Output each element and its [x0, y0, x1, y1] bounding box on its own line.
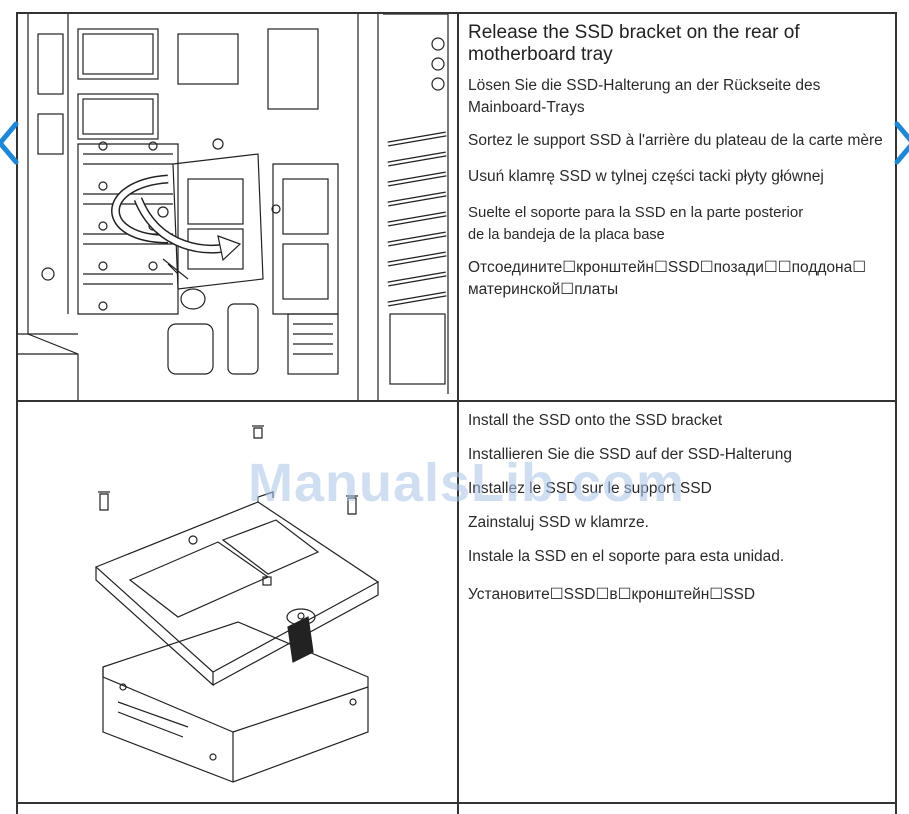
- step-1-heading: Release the SSD bracket on the rear of m…: [468, 22, 800, 65]
- step-3-text: [459, 804, 895, 814]
- step-2-german: Installieren Sie die SSD auf der SSD-Hal…: [468, 446, 792, 463]
- step-2-russian: Установите☐SSD☐в☐кронштейн☐SSD: [468, 586, 756, 603]
- step-1-spanish-line-1: Suelte el soporte para la SSD en la part…: [468, 204, 804, 221]
- step-3-illustration: [18, 804, 459, 814]
- chevron-left-icon: [0, 121, 19, 165]
- step-2-spanish: Instale la SSD en el soporte para esta u…: [468, 548, 785, 565]
- step-1-spanish-line-2: de la bandeja de la placa base: [468, 227, 665, 243]
- step-row-2: Install the SSD onto the SSD bracket Ins…: [18, 400, 895, 802]
- step-row-1: Release the SSD bracket on the rear of m…: [18, 12, 895, 400]
- step-1-illustration: [18, 14, 459, 400]
- step-2-text: Install the SSD onto the SSD bracket Ins…: [459, 402, 895, 802]
- next-page-button[interactable]: [891, 120, 909, 166]
- watermark-text: ManualsLib.com: [248, 453, 686, 513]
- step-row-3: [18, 802, 895, 814]
- previous-page-button[interactable]: [0, 120, 22, 166]
- instruction-table: Release the SSD bracket on the rear of m…: [16, 12, 897, 814]
- step-1-russian: Отсоедините☐кронштейн☐SSD☐позади☐☐поддон…: [468, 259, 867, 298]
- step-2-heading: Install the SSD onto the SSD bracket: [468, 412, 723, 429]
- step-2-french: Installez le SSD sur le support SSD: [468, 480, 712, 497]
- step-2-illustration: [18, 402, 459, 802]
- step-1-polish: Usuń klamrę SSD w tylnej części tacki pł…: [468, 168, 824, 185]
- step-1-text: Release the SSD bracket on the rear of m…: [459, 14, 895, 400]
- step-2-polish: Zainstaluj SSD w klamrze.: [468, 514, 649, 531]
- chevron-right-icon: [894, 121, 909, 165]
- step-1-french: Sortez le support SSD à l'arrière du pla…: [468, 132, 883, 149]
- step-1-german: Lösen Sie die SSD-Halterung an der Rücks…: [468, 77, 821, 116]
